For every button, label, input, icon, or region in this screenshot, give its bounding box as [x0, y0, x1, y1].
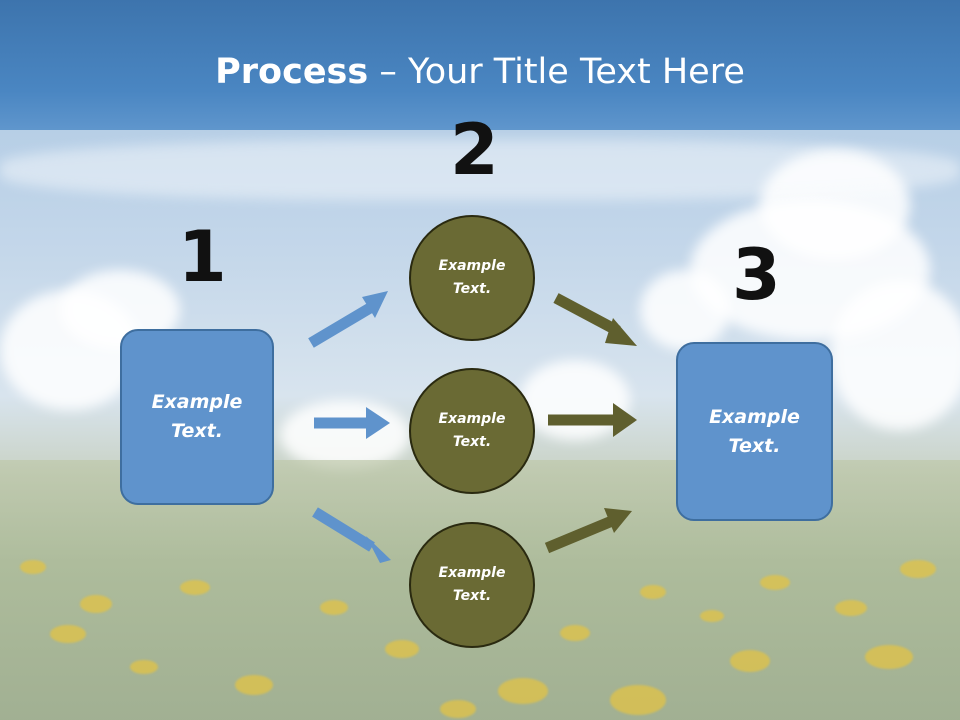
circle-bottom: Example Text. — [409, 522, 535, 648]
title-bold: Process — [215, 52, 369, 92]
flower — [440, 700, 476, 718]
right-box: Example Text. — [676, 342, 833, 521]
arrow-middle-to-right — [548, 403, 637, 437]
cloud — [760, 150, 910, 260]
arrow-left-to-top — [308, 291, 388, 348]
circle-bottom-text: Example Text. — [438, 565, 506, 604]
left-box: Example Text. — [120, 329, 274, 505]
flower — [180, 580, 210, 595]
flower — [900, 560, 936, 578]
flower — [760, 575, 790, 590]
cloud — [520, 360, 630, 440]
slide-title: Process – Your Title Text Here — [0, 52, 960, 92]
right-box-text: Example Text. — [709, 405, 800, 457]
circle-top: Example Text. — [409, 215, 535, 341]
flower — [80, 595, 112, 613]
flower — [50, 625, 86, 643]
flower — [835, 600, 867, 616]
cloud — [0, 140, 960, 200]
flower — [130, 660, 158, 674]
flower — [498, 678, 548, 704]
flower — [640, 585, 666, 599]
circle-middle: Example Text. — [409, 368, 535, 494]
flower — [235, 675, 273, 695]
left-box-text: Example Text. — [151, 391, 243, 442]
flower — [730, 650, 770, 672]
flower — [700, 610, 724, 622]
flower — [610, 685, 666, 715]
title-band — [0, 0, 960, 130]
title-rest: – Your Title Text Here — [368, 52, 745, 92]
circle-middle-text: Example Text. — [438, 411, 506, 450]
flower — [560, 625, 590, 641]
step-number-3: 3 — [732, 234, 781, 316]
flower — [320, 600, 348, 615]
arrow-left-to-bottom — [312, 507, 391, 563]
step-number-1: 1 — [178, 216, 227, 298]
cloud — [640, 270, 730, 350]
flower — [865, 645, 913, 669]
arrow-top-to-right — [553, 293, 637, 346]
arrow-bottom-to-right — [544, 508, 632, 554]
cloud — [280, 400, 410, 470]
flower — [385, 640, 419, 658]
cloud — [830, 280, 960, 430]
arrow-left-to-middle — [314, 407, 390, 439]
circle-top-text: Example Text. — [438, 258, 506, 297]
step-number-2: 2 — [450, 109, 499, 191]
flower — [20, 560, 46, 574]
